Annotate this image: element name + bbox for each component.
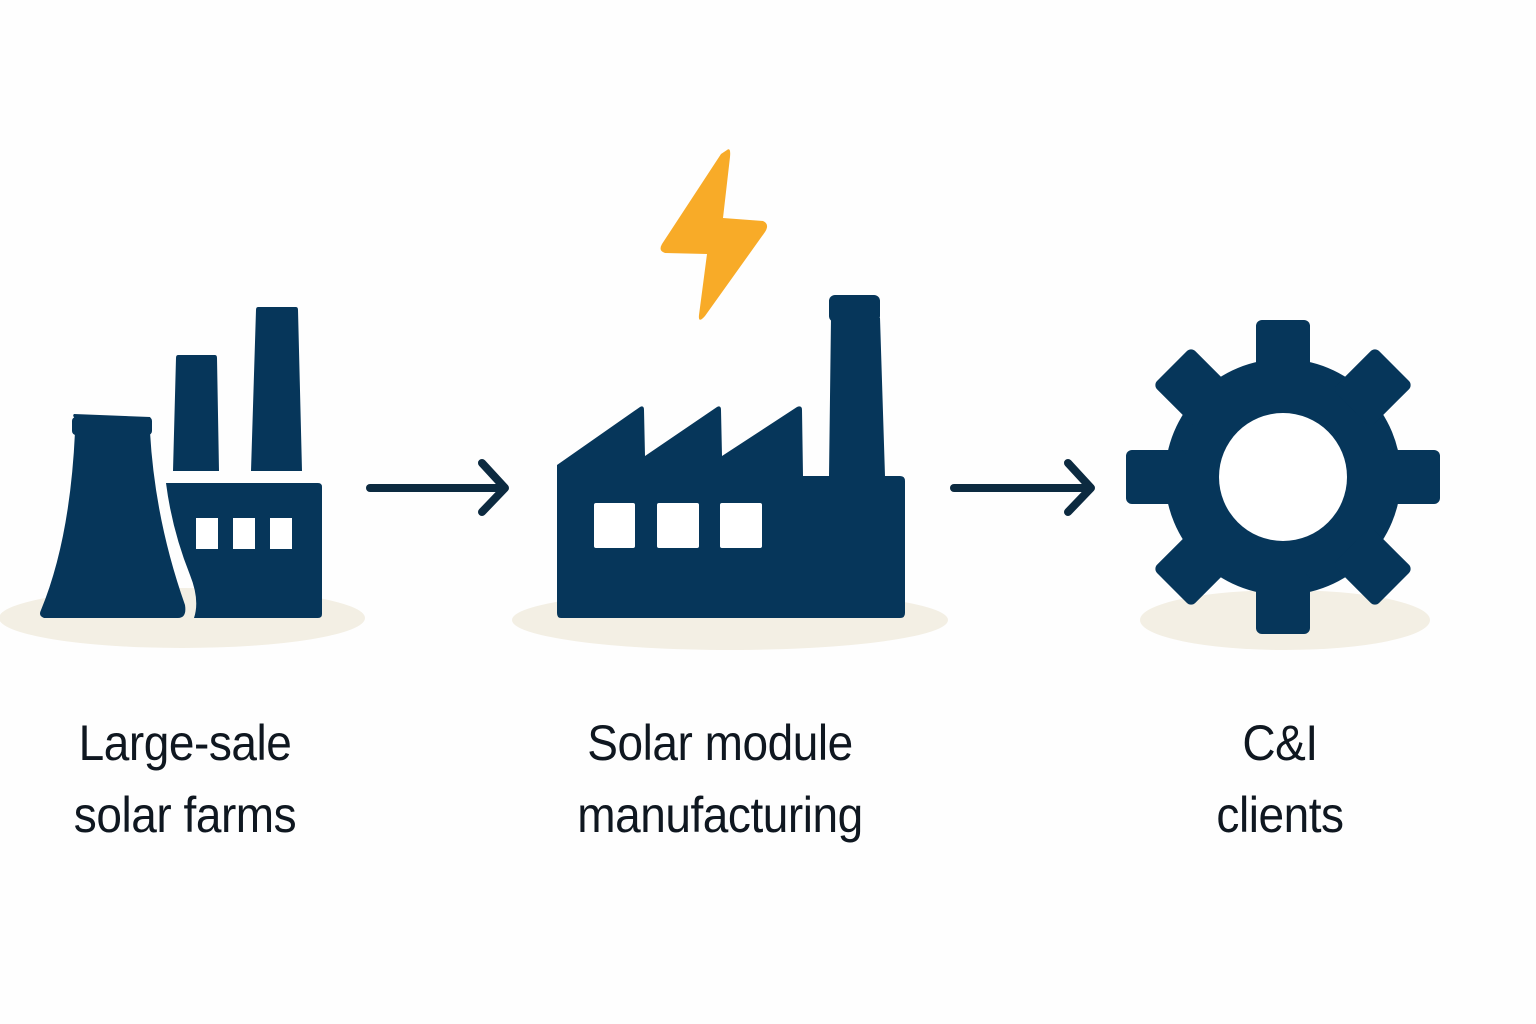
arrow-right-icon [366,459,509,516]
node-label-manufacturing: Solar module manufacturing [536,707,904,851]
lightning-bolt-icon [660,149,768,320]
gear-tooth [1155,528,1232,605]
gear-tooth [1155,349,1232,426]
gear-tooth [1334,349,1411,426]
label-line: Large-sale [78,715,292,771]
node-label-farms: Large-sale solar farms [24,707,346,851]
label-line: clients [1216,787,1344,843]
gear-icon [1126,320,1440,634]
gear-tooth [1334,528,1411,605]
gear-tooth [1256,320,1310,380]
gear-tooth [1126,450,1186,504]
node-label-clients: C&I clients [1142,707,1418,851]
label-line: Solar module [587,715,853,771]
gear-tooth [1256,574,1310,634]
label-line: solar farms [73,787,297,843]
gear-tooth [1380,450,1440,504]
label-line: manufacturing [577,787,863,843]
label-line: C&I [1242,715,1318,771]
arrow-right-icon [950,459,1095,516]
factory-icon [557,295,905,618]
power-plant-icon [40,307,322,618]
